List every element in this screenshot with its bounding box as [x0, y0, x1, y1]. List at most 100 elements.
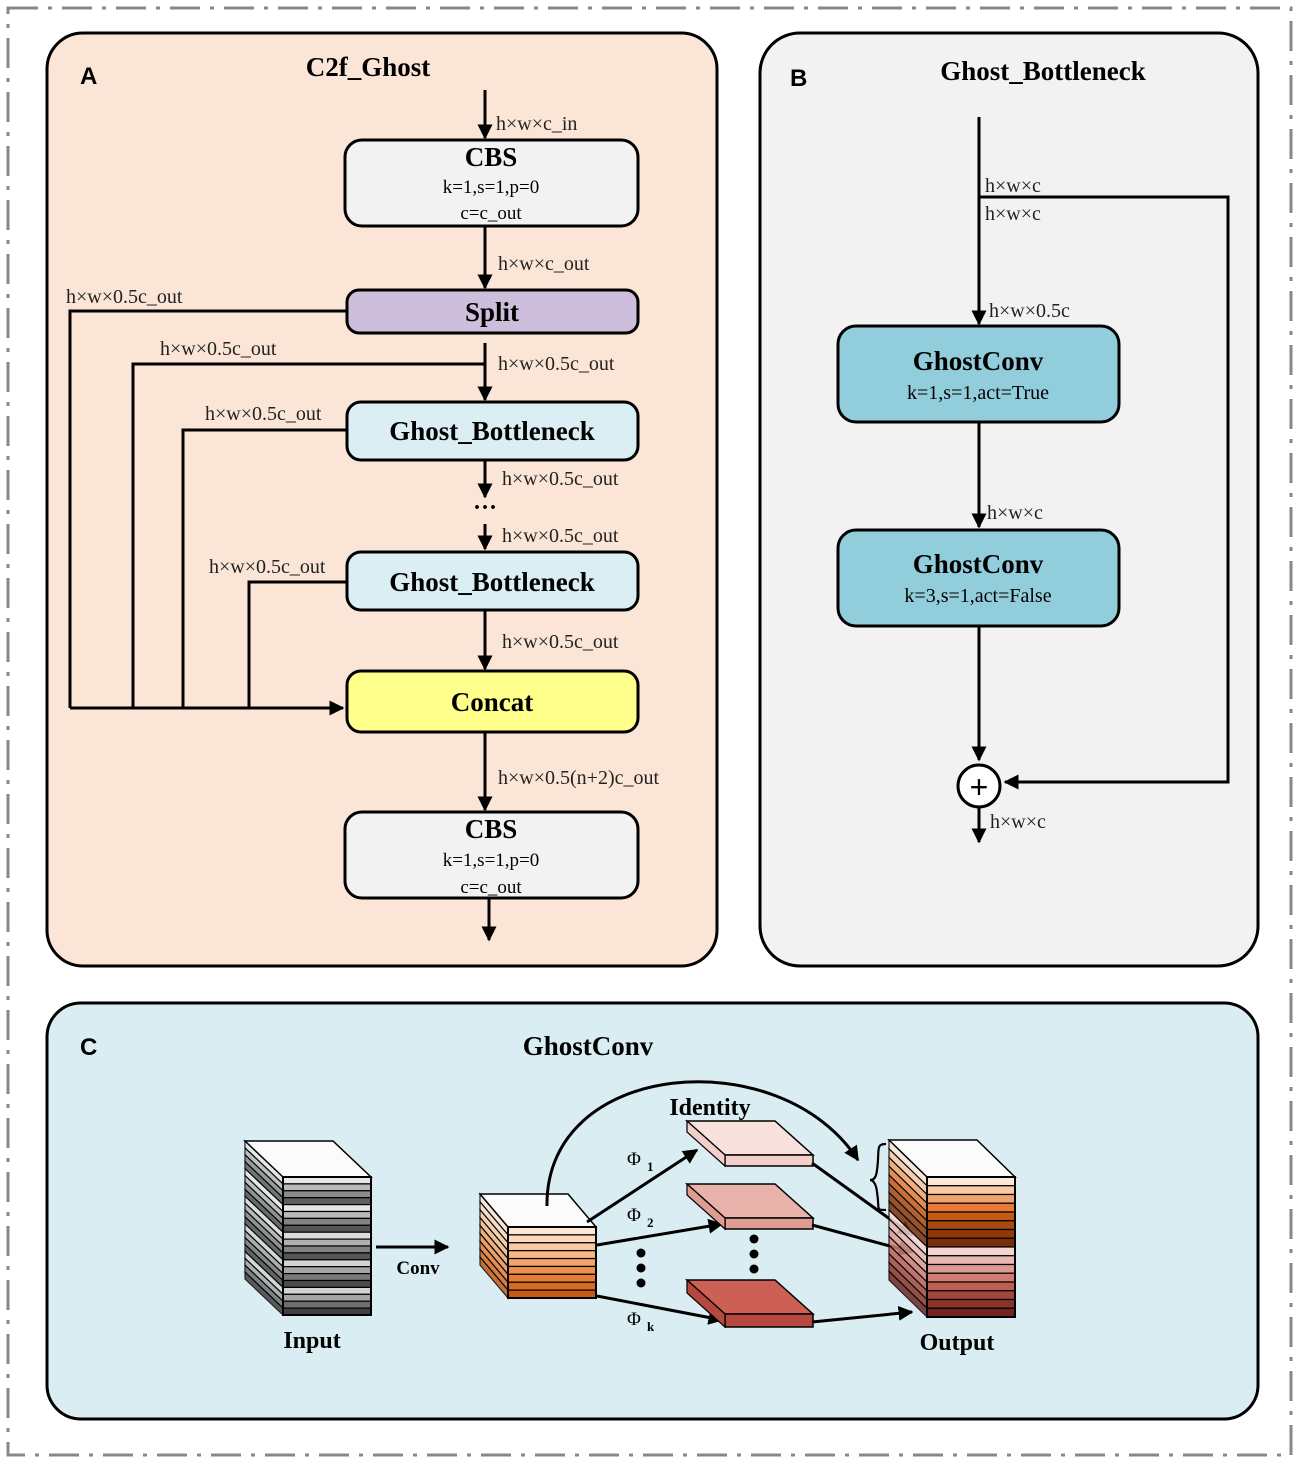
cbs-2-channels: c=c_out	[460, 877, 522, 898]
branch-4-label: h×w×0.5c_out	[209, 556, 326, 578]
ellipsis: ···	[473, 495, 497, 521]
input-stack-layer	[282, 1183, 372, 1192]
gb2-down-label: h×w×0.5c_out	[502, 631, 619, 653]
input-label: Input	[283, 1328, 340, 1354]
ghost-feature-slabs	[685, 1119, 815, 1329]
phik-arrow	[596, 1294, 724, 1325]
input-stack-layer	[282, 1190, 372, 1199]
ghost-slab-1-front	[724, 1154, 814, 1167]
slabk-to-output-arrow	[811, 1305, 914, 1324]
branch-2-label: h×w×0.5c_out	[160, 338, 277, 360]
panel-a-title: C2f_Ghost	[306, 52, 431, 82]
panel-a: A C2f_Ghost h×w×c_in CBS k=1,s=1,p=0 c=c…	[45, 31, 719, 968]
branch-3-line	[181, 428, 347, 708]
input-stack-layer	[282, 1286, 372, 1295]
b-label-top1: h×w×c	[985, 175, 1041, 197]
mid-stack-layer	[507, 1281, 597, 1291]
input-label: h×w×c_in	[496, 113, 577, 135]
cbs-2-params: k=1,s=1,p=0	[443, 850, 540, 871]
split-down-label: h×w×0.5c_out	[498, 353, 615, 375]
cbs-box-1	[343, 138, 640, 228]
panel-b-background	[758, 31, 1260, 968]
ghostconv-1-params: k=1,s=1,act=True	[907, 382, 1049, 404]
concat-box	[345, 669, 640, 734]
output-stack-layer	[926, 1176, 1016, 1187]
gb2-in-label: h×w×0.5c_out	[502, 525, 619, 547]
phi2-subscript: 2	[647, 1215, 654, 1230]
panel-c-letter: C	[80, 1034, 97, 1061]
output-stack-layer	[926, 1246, 1016, 1257]
intrinsic-feature-stack	[478, 1192, 598, 1300]
ghostconv-2-title: GhostConv	[913, 549, 1044, 579]
phi-ellipsis-right	[749, 1234, 759, 1274]
output-stack-layer	[926, 1263, 1016, 1274]
panel-b-title: Ghost_Bottleneck	[940, 56, 1146, 86]
b-label-between: h×w×c	[987, 502, 1043, 524]
output-stack-layer	[926, 1307, 1016, 1318]
input-stack-layer	[282, 1300, 372, 1309]
phi1-symbol: Φ	[627, 1149, 641, 1170]
mid-stack-layer	[507, 1250, 597, 1260]
input-stack-layer	[282, 1217, 372, 1226]
ghostconv-1-title: GhostConv	[913, 346, 1044, 376]
output-stack-layer	[926, 1255, 1016, 1266]
split-label: Split	[465, 297, 519, 327]
input-stack-layer	[282, 1210, 372, 1220]
branch-3-label: h×w×0.5c_out	[205, 403, 322, 425]
cbs-1-params: k=1,s=1,p=0	[443, 177, 540, 198]
panel-c-title: GhostConv	[523, 1031, 654, 1061]
output-stack-layer	[926, 1237, 1016, 1248]
input-stack-layer	[282, 1293, 372, 1302]
cbs-1-title: CBS	[465, 142, 518, 172]
mid-stack-layer	[507, 1265, 597, 1275]
concat-down-label: h×w×0.5(n+2)c_out	[498, 767, 659, 789]
output-stack-layer	[926, 1220, 1016, 1231]
output-stack-layer	[926, 1281, 1016, 1292]
ghost-slab-2-side	[686, 1182, 726, 1231]
add-symbol: +	[970, 769, 989, 805]
input-stack-layer	[282, 1307, 372, 1316]
ghost-slab-k-side	[686, 1278, 726, 1329]
mid-stack-layer	[507, 1226, 597, 1236]
output-stack-outline	[926, 1176, 1016, 1318]
identity-curve-arrow	[545, 1080, 860, 1207]
input-stack-layer	[282, 1197, 372, 1206]
output-stack-layer	[926, 1228, 1016, 1239]
b-residual-line	[979, 195, 1230, 790]
gb1-down-label: h×w×0.5c_out	[502, 468, 619, 490]
input-stack-layer	[282, 1176, 372, 1185]
phik-symbol: Φ	[627, 1309, 641, 1330]
mid-stack-layer	[507, 1273, 597, 1283]
output-label: Output	[920, 1330, 995, 1356]
output-stack-layer	[926, 1272, 1016, 1283]
panel-b-letter: B	[790, 65, 807, 92]
branch-1-label: h×w×0.5c_out	[66, 286, 183, 308]
output-stack-layer	[926, 1202, 1016, 1213]
panel-c: C GhostConv Input Conv Identity Φ 1 Φ 2 …	[45, 1001, 1260, 1421]
input-stack-layer	[282, 1224, 372, 1233]
mid-stack-layer	[507, 1289, 597, 1299]
ghost-bottleneck-2-label: Ghost_Bottleneck	[389, 567, 595, 597]
input-stack-layer	[282, 1272, 372, 1282]
input-stack-layer	[282, 1279, 372, 1289]
output-stack-layer	[926, 1185, 1016, 1196]
input-stack-outline	[282, 1176, 372, 1316]
panel-c-background	[45, 1001, 1260, 1421]
output-stack-layer	[926, 1298, 1016, 1309]
cbs-box-2	[343, 810, 640, 900]
output-stack-layer	[926, 1193, 1016, 1204]
outer-border	[6, 6, 1293, 1457]
identity-bracket	[869, 1142, 887, 1212]
input-stack-layer	[282, 1245, 372, 1254]
input-stack-layer	[282, 1238, 372, 1247]
ghost-slab-k-front	[724, 1313, 814, 1328]
concat-label: Concat	[451, 687, 534, 717]
mid-stack-layer	[507, 1242, 597, 1252]
conv-label: Conv	[396, 1258, 440, 1279]
b-label-out: h×w×c	[990, 811, 1046, 833]
input-stack-layer	[282, 1231, 372, 1240]
branch-1-line	[68, 309, 347, 708]
branch-4-line	[247, 580, 347, 708]
b-label-top2: h×w×c	[985, 203, 1041, 225]
